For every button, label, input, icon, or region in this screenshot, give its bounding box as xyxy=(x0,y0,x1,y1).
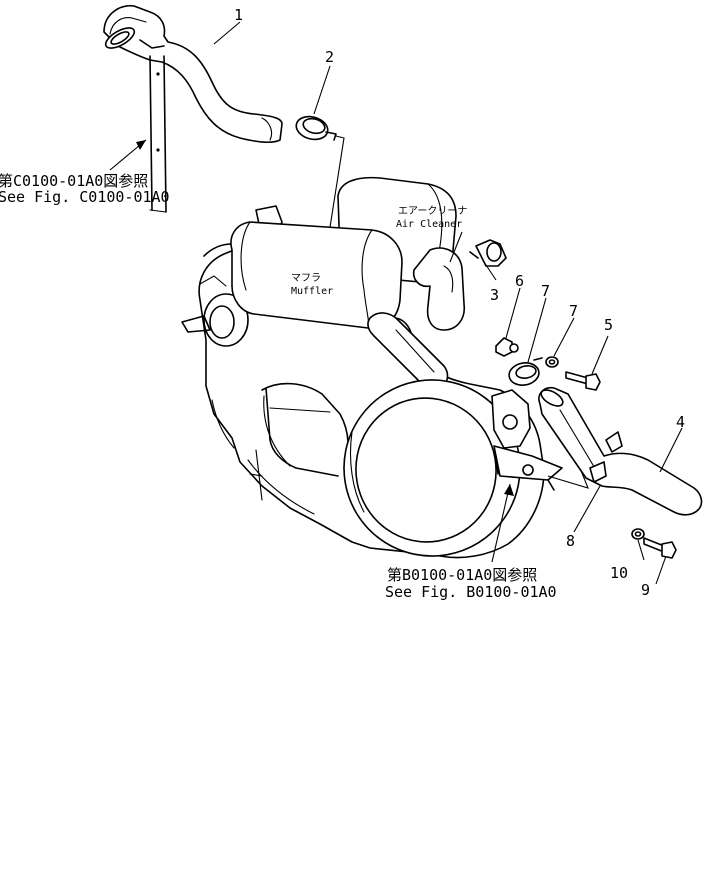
part-number-6: 6 xyxy=(515,272,524,290)
part-4-pipe xyxy=(538,386,703,516)
part-1-hose xyxy=(103,5,283,143)
part-number-7b: 7 xyxy=(569,302,578,320)
part-9-bolt xyxy=(643,537,677,559)
component-labels: エアークリーナ Air Cleaner マフラ Muffler xyxy=(291,205,467,297)
air-cleaner-label-en: Air Cleaner xyxy=(396,219,462,230)
part-number-7a: 7 xyxy=(541,282,550,300)
muffler-label-jp: マフラ xyxy=(291,272,321,284)
flywheel-housing xyxy=(343,379,521,557)
part-number-9: 9 xyxy=(641,581,650,599)
figure-references: 第C0100-01A0図参照 See Fig. C0100-01A0 第B010… xyxy=(0,172,557,601)
part-6-nut xyxy=(495,337,519,357)
part-5-bolt xyxy=(565,371,601,391)
bottom-ref-jp: 第B0100-01A0図参照 xyxy=(387,566,537,584)
part-number-5: 5 xyxy=(604,316,613,334)
muffler xyxy=(230,221,449,391)
part-number-1: 1 xyxy=(234,6,243,24)
part-3-fitting xyxy=(469,239,507,267)
part-number-4: 4 xyxy=(676,413,685,431)
part-number-2: 2 xyxy=(325,48,334,66)
leader-lines xyxy=(109,21,683,585)
bottom-ref-en: See Fig. B0100-01A0 xyxy=(385,583,557,601)
air-cleaner-label-jp: エアークリーナ xyxy=(398,205,467,217)
muffler-label-en: Muffler xyxy=(291,286,333,297)
part-7-washer xyxy=(545,356,559,368)
part-10-washer xyxy=(631,528,645,540)
lower-bracket xyxy=(491,389,595,491)
bracket-strip xyxy=(149,55,167,213)
part-number-labels: 1 2 3 4 5 6 7 7 8 9 10 xyxy=(234,6,685,599)
part-number-3: 3 xyxy=(490,286,499,304)
part-2-clamp xyxy=(295,115,381,247)
part-number-8: 8 xyxy=(566,532,575,550)
part-number-10: 10 xyxy=(610,564,628,582)
top-ref-en: See Fig. C0100-01A0 xyxy=(0,188,170,206)
top-ref-jp: 第C0100-01A0図参照 xyxy=(0,172,148,190)
part-7-clamp xyxy=(508,357,543,386)
